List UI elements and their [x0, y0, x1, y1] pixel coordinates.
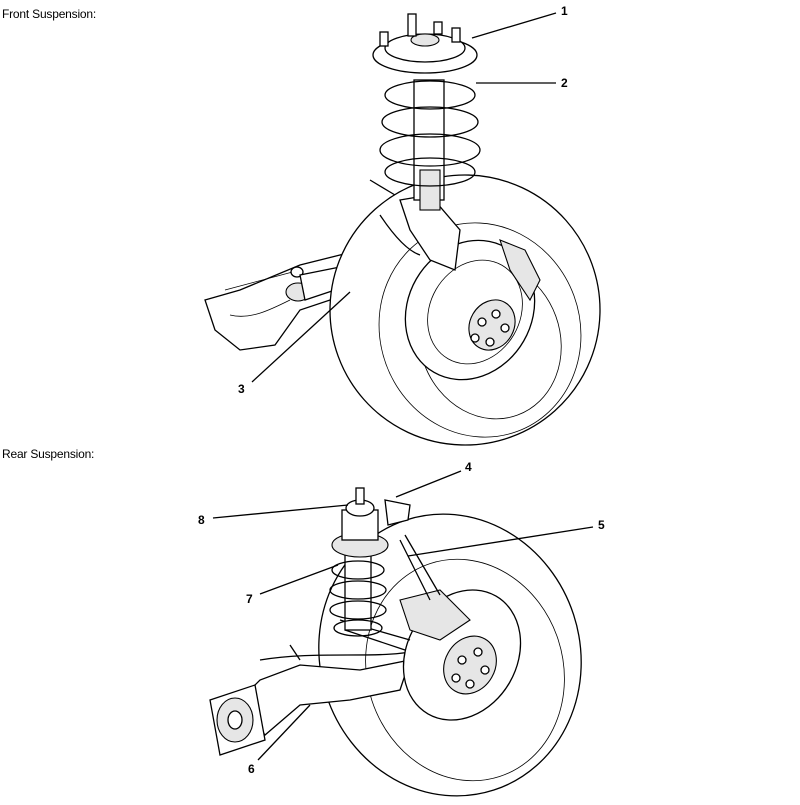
front-suspension-heading: Front Suspension: [2, 7, 96, 21]
front-caliper [499, 239, 541, 302]
callout-2-label: 2 [561, 76, 568, 90]
callout-6-label: 6 [248, 762, 255, 776]
callout-2: 2 [476, 76, 568, 90]
rear-coil-spring [329, 560, 387, 637]
rear-suspension-heading: Rear Suspension: [2, 447, 95, 461]
callout-8-label: 8 [198, 513, 205, 527]
callout-4: 4 [395, 460, 472, 498]
rear-suspension-illustration [209, 487, 582, 797]
callout-3: 3 [238, 291, 351, 396]
rear-knuckle [399, 589, 471, 641]
callout-5: 5 [407, 518, 605, 557]
front-suspension-illustration [204, 13, 601, 446]
callout-5-label: 5 [598, 518, 605, 532]
rear-bracket [384, 499, 411, 526]
callout-3-label: 3 [238, 382, 245, 396]
callout-1: 1 [471, 4, 568, 39]
callout-1-label: 1 [561, 4, 568, 18]
callout-7-label: 7 [246, 592, 253, 606]
front-hub [468, 299, 516, 351]
front-coil-spring [379, 80, 481, 187]
callout-7: 7 [246, 564, 339, 606]
callout-6: 6 [248, 704, 311, 776]
callout-4-label: 4 [465, 460, 472, 474]
callout-8: 8 [198, 504, 349, 527]
